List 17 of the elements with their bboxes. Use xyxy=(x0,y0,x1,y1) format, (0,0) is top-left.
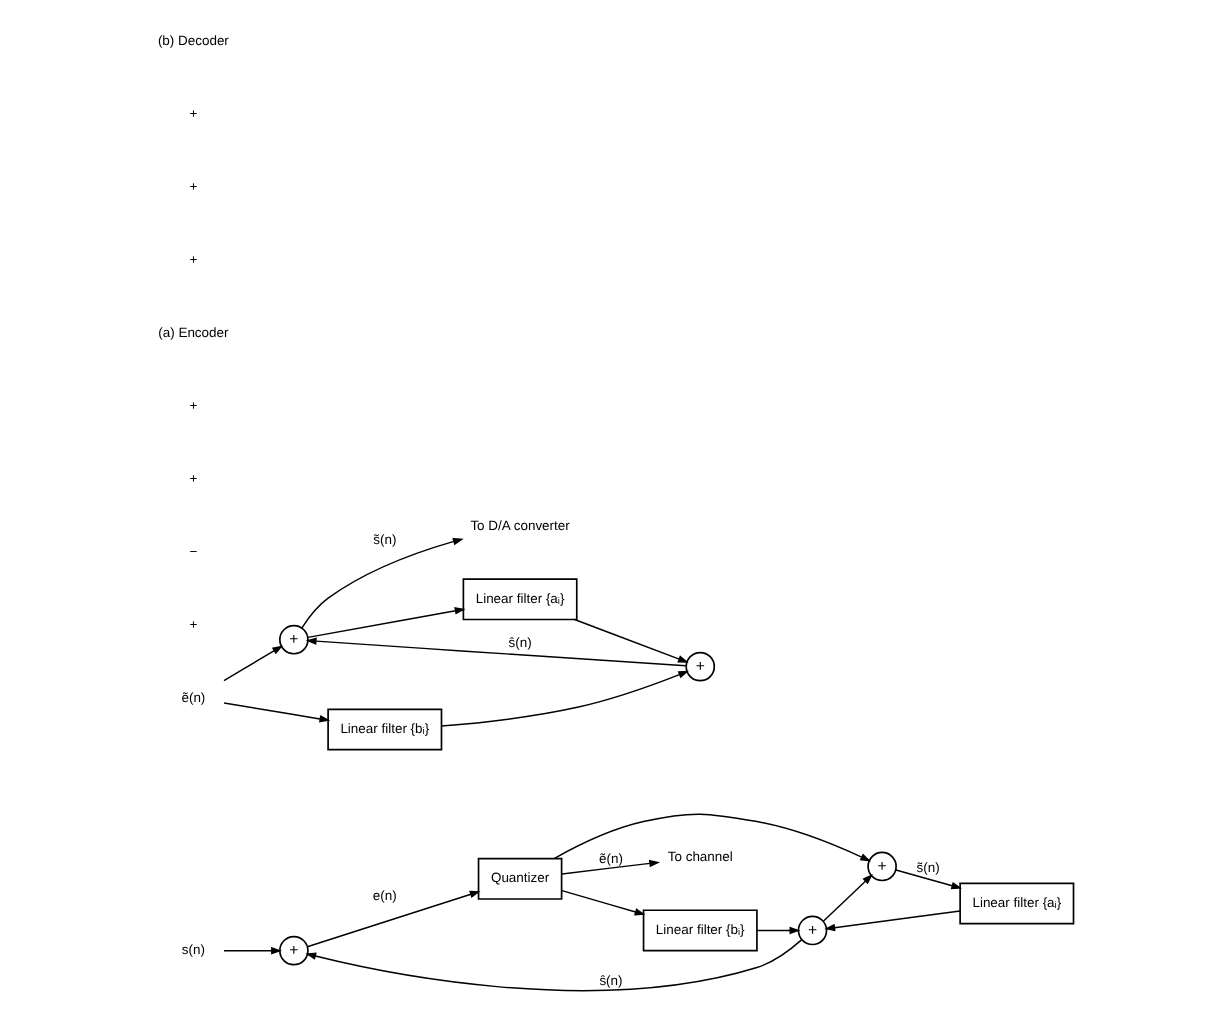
arrow xyxy=(223,702,331,723)
arrow xyxy=(895,869,963,890)
arrow xyxy=(305,637,687,667)
arrow xyxy=(305,939,803,992)
arrow xyxy=(301,537,464,629)
arrow xyxy=(822,874,873,922)
arrow xyxy=(553,813,872,862)
arrow xyxy=(573,618,689,663)
arrow xyxy=(756,926,801,935)
arrow xyxy=(824,910,961,932)
arrow xyxy=(440,670,690,727)
arrow xyxy=(561,889,646,916)
arrow xyxy=(306,890,481,948)
arrow xyxy=(223,645,284,682)
arrow xyxy=(223,946,282,955)
arrow xyxy=(307,607,466,639)
arrow xyxy=(561,859,661,875)
